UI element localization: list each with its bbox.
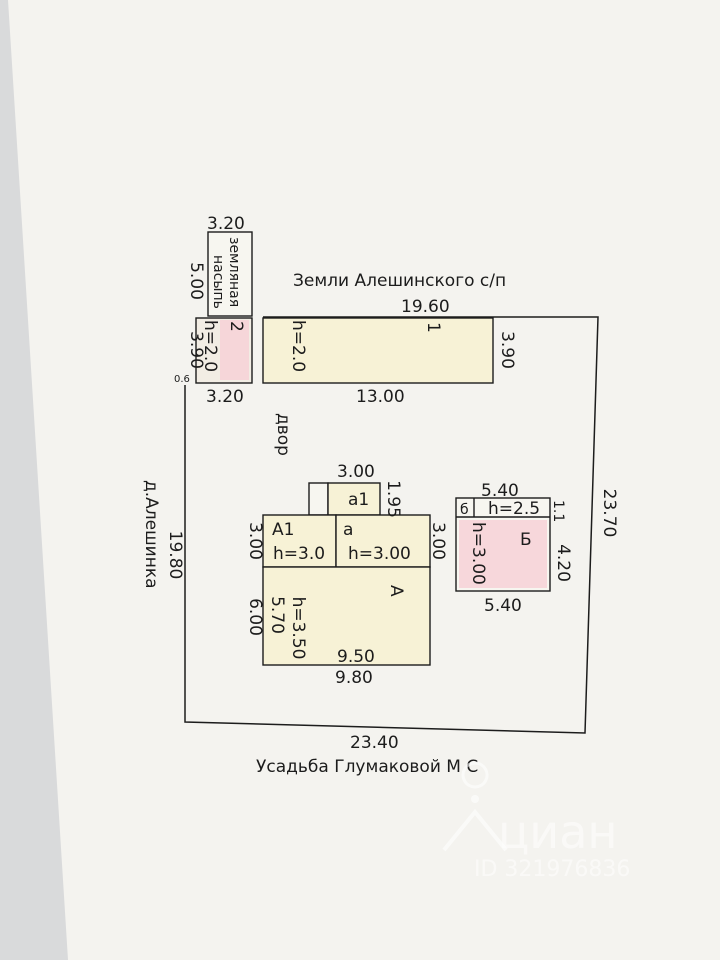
building-2-pink-fill: [220, 320, 249, 380]
building-1-width-dim: 3.90: [497, 331, 517, 369]
building-2-side-dim: 3.90: [186, 331, 206, 369]
A-outer-side-dim: 6.00: [245, 598, 265, 636]
building-B-label: Б: [520, 530, 532, 550]
building-b-height: h=2.5: [488, 499, 540, 519]
building-B-pink-fill: [459, 520, 547, 588]
plot-boundary: [184, 316, 599, 734]
plot-top-dim: 19.60: [401, 297, 450, 317]
location-pin-icon: [442, 761, 508, 852]
building-2-height: h=2.0: [200, 320, 220, 372]
a1-label: а1: [348, 490, 369, 510]
embankment-label-line1: земляная: [226, 237, 242, 307]
A1-height: h=3.0: [273, 544, 325, 564]
watermark-brand: циан: [498, 805, 617, 859]
plot-title: Усадьба Глумаковой М С: [256, 757, 478, 777]
building-2-offset-dim: 0.6: [174, 374, 190, 385]
building-B-bottom-dim: 5.40: [484, 596, 522, 616]
building-B-height: h=3.00: [468, 522, 488, 585]
west-neighbor-label: д.Алешинка: [141, 480, 161, 589]
extension-a-outline: [335, 514, 431, 568]
embankment-label-line2: насыпь: [210, 255, 226, 309]
building-b-depth-dim: 1.1: [550, 500, 566, 522]
building-2-bottom-dim: 3.20: [206, 387, 244, 407]
A1-side-dim: 3.00: [245, 522, 265, 560]
A-height: h=3.50: [288, 597, 308, 660]
extension-A1-outline: [262, 514, 337, 568]
building-1-height: h=2.0: [288, 320, 308, 372]
embankment-length-dim: 5.00: [186, 262, 206, 300]
A1-label: А1: [272, 520, 294, 540]
building-1-number: 1: [423, 322, 443, 333]
cian-watermark: циан ID 321976836: [442, 761, 630, 882]
plot-left-dim: 19.80: [165, 531, 185, 580]
building-2-top-dim: 3.20: [207, 214, 245, 234]
house-outer-bottom-dim: 9.80: [335, 668, 373, 688]
building-2-number: 2: [226, 321, 246, 332]
plot-right-dim: 23.70: [599, 489, 619, 538]
yard-label: двор: [273, 413, 293, 456]
embankment-outline: [207, 231, 253, 317]
building-B-side-dim: 4.20: [553, 544, 573, 582]
north-neighbor-label: Земли Алешинского с/п: [293, 271, 506, 291]
plot-bottom-dim: 23.40: [350, 733, 399, 753]
A-inner-side-dim: 5.70: [267, 596, 287, 634]
a-side-dim: 3.00: [428, 522, 448, 560]
building-B-top-dim: 5.40: [481, 481, 519, 501]
a-label: а: [343, 520, 353, 540]
building-b-label: б: [460, 502, 469, 518]
house-A-outline: [262, 566, 431, 666]
building-1-length-dim: 13.00: [356, 387, 405, 407]
building-1-outline: [262, 317, 494, 384]
a1-depth-dim: 1.95: [383, 480, 403, 518]
paper-sheet: [8, 0, 720, 960]
a-height: h=3.00: [348, 544, 411, 564]
porch-small-outline: [308, 482, 329, 516]
watermark-id: ID 321976836: [474, 857, 630, 882]
a1-width-dim: 3.00: [337, 462, 375, 482]
house-inner-bottom-dim: 9.50: [337, 647, 375, 667]
A-label: А: [386, 585, 406, 597]
